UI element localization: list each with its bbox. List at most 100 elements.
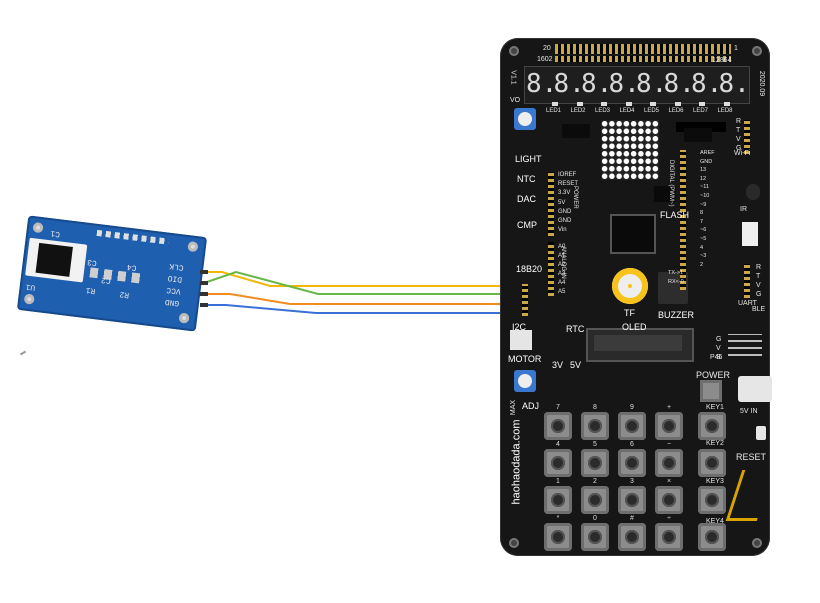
voltage-label: 5V <box>570 360 582 370</box>
power-pin-label: GND <box>558 218 572 224</box>
keypad-key-label: 4 <box>556 441 560 448</box>
analog-pin-label: A2 <box>558 262 566 268</box>
left-label: MOTOR <box>508 354 542 364</box>
led-label: LED8 <box>717 108 733 114</box>
adj-potentiometer-top <box>514 108 536 130</box>
p46-pin-label: S <box>716 354 721 361</box>
led-label: LED4 <box>619 108 635 114</box>
side-key-2[interactable] <box>698 449 726 477</box>
keypad-key-label: × <box>666 478 672 485</box>
digital-pin-label: TX->1 <box>668 270 684 277</box>
p46-pin-label: G <box>716 336 722 343</box>
keypad-key[interactable] <box>544 523 572 551</box>
digital-pin-label: 2 <box>700 261 704 268</box>
left-label: I2C <box>512 322 527 332</box>
dc-switch <box>742 222 758 246</box>
left-label: DAC <box>517 194 537 204</box>
left-label: LIGHT <box>515 154 542 164</box>
digital-pin-label: 8 <box>700 210 704 217</box>
vo-label: VO <box>510 97 521 104</box>
keypad-key[interactable] <box>655 412 683 440</box>
p46-header-pins <box>728 334 762 356</box>
led-indicator <box>601 102 607 106</box>
keypad-key[interactable] <box>618 523 646 551</box>
led-indicator <box>552 102 558 106</box>
max-label: MAX <box>510 399 518 416</box>
p46-pin-label: V <box>716 345 721 352</box>
keypad-key[interactable] <box>581 412 609 440</box>
dio-wire-plug-left <box>200 281 208 285</box>
left-label: CMP <box>517 220 537 230</box>
keypad-key[interactable] <box>618 449 646 477</box>
keypad-key[interactable] <box>544 486 572 514</box>
seven-seg-digit: 8. <box>526 69 558 99</box>
motor-switch <box>510 330 532 350</box>
keypad-key[interactable] <box>581 449 609 477</box>
digital-pin-label: ~10 <box>700 193 710 199</box>
uart-pin-label: R <box>756 264 762 271</box>
clk-wire <box>204 271 516 287</box>
left-label: ADJ <box>522 401 540 411</box>
keypad-key-label: 3 <box>630 478 634 485</box>
led-label: LED5 <box>644 108 660 114</box>
seven-seg-digit: 8. <box>581 69 613 99</box>
board-mount-hole-bl <box>509 538 519 548</box>
keypad-key[interactable] <box>655 523 683 551</box>
gnd-wire-plug-left <box>200 303 208 307</box>
seven-segment-display <box>524 66 750 104</box>
keypad-key[interactable] <box>581 486 609 514</box>
digital-pin-label: ~9 <box>700 201 707 208</box>
seven-seg-digit: 8. <box>691 69 723 99</box>
digital-pin-label: ~11 <box>700 184 709 191</box>
keypad-key[interactable] <box>655 486 683 514</box>
led-matrix <box>601 120 659 180</box>
keypad-key[interactable] <box>618 412 646 440</box>
side-key-3[interactable] <box>698 486 726 514</box>
power-pin-label: 3.3V <box>558 190 571 197</box>
right-label: KEY2 <box>706 440 724 447</box>
keypad-key[interactable] <box>544 449 572 477</box>
gnd-wire <box>204 304 516 314</box>
rtc-battery <box>612 268 648 304</box>
digital-pin-label: 7 <box>700 218 704 225</box>
keypad-key[interactable] <box>618 486 646 514</box>
header-num-20: 20 <box>543 45 551 52</box>
board-mount-hole-tr <box>752 46 762 56</box>
wifi-pin-label: G <box>736 145 742 152</box>
side-key-4[interactable] <box>698 523 726 551</box>
digital-title: DIGITAL (PWM~) <box>668 160 674 207</box>
i2c-header <box>522 284 528 316</box>
center-label: OLED <box>622 322 647 332</box>
right-label: POWER <box>696 370 731 380</box>
keypad-key-label: 9 <box>630 404 634 411</box>
digital-pin-label: 13 <box>700 167 707 174</box>
led-label: LED7 <box>693 108 709 114</box>
top-header-pins-row2 <box>555 56 731 62</box>
led-label: LED1 <box>546 108 562 114</box>
keypad-key-label: + <box>666 404 672 411</box>
header-num-1: 1 <box>734 45 738 52</box>
flash-chip <box>654 186 676 202</box>
keypad-key[interactable] <box>655 449 683 477</box>
center-label: RTC <box>566 324 585 334</box>
vcc-wire <box>204 293 516 305</box>
header-num-12864: 12864 <box>712 57 732 64</box>
wifi-pin-label: V <box>736 136 741 143</box>
keypad-key-label: * <box>556 515 560 522</box>
keypad-key[interactable] <box>544 412 572 440</box>
side-key-1[interactable] <box>698 412 726 440</box>
wifi-pin-label: T <box>736 127 741 134</box>
analog-header <box>548 242 554 296</box>
uart-pin-label: G <box>756 291 762 298</box>
keypad-key-label: # <box>630 515 634 522</box>
right-label: KEY1 <box>706 404 724 411</box>
led-indicator <box>625 102 632 106</box>
led-label: LED2 <box>570 108 586 114</box>
left-label: NTC <box>517 174 536 184</box>
reset-button[interactable] <box>756 426 766 440</box>
digital-pin-label: 4 <box>700 244 704 251</box>
right-label: IR <box>740 206 747 213</box>
keypad-key[interactable] <box>581 523 609 551</box>
analog-pin-label: A3 <box>558 271 566 277</box>
power-button[interactable] <box>700 380 722 402</box>
